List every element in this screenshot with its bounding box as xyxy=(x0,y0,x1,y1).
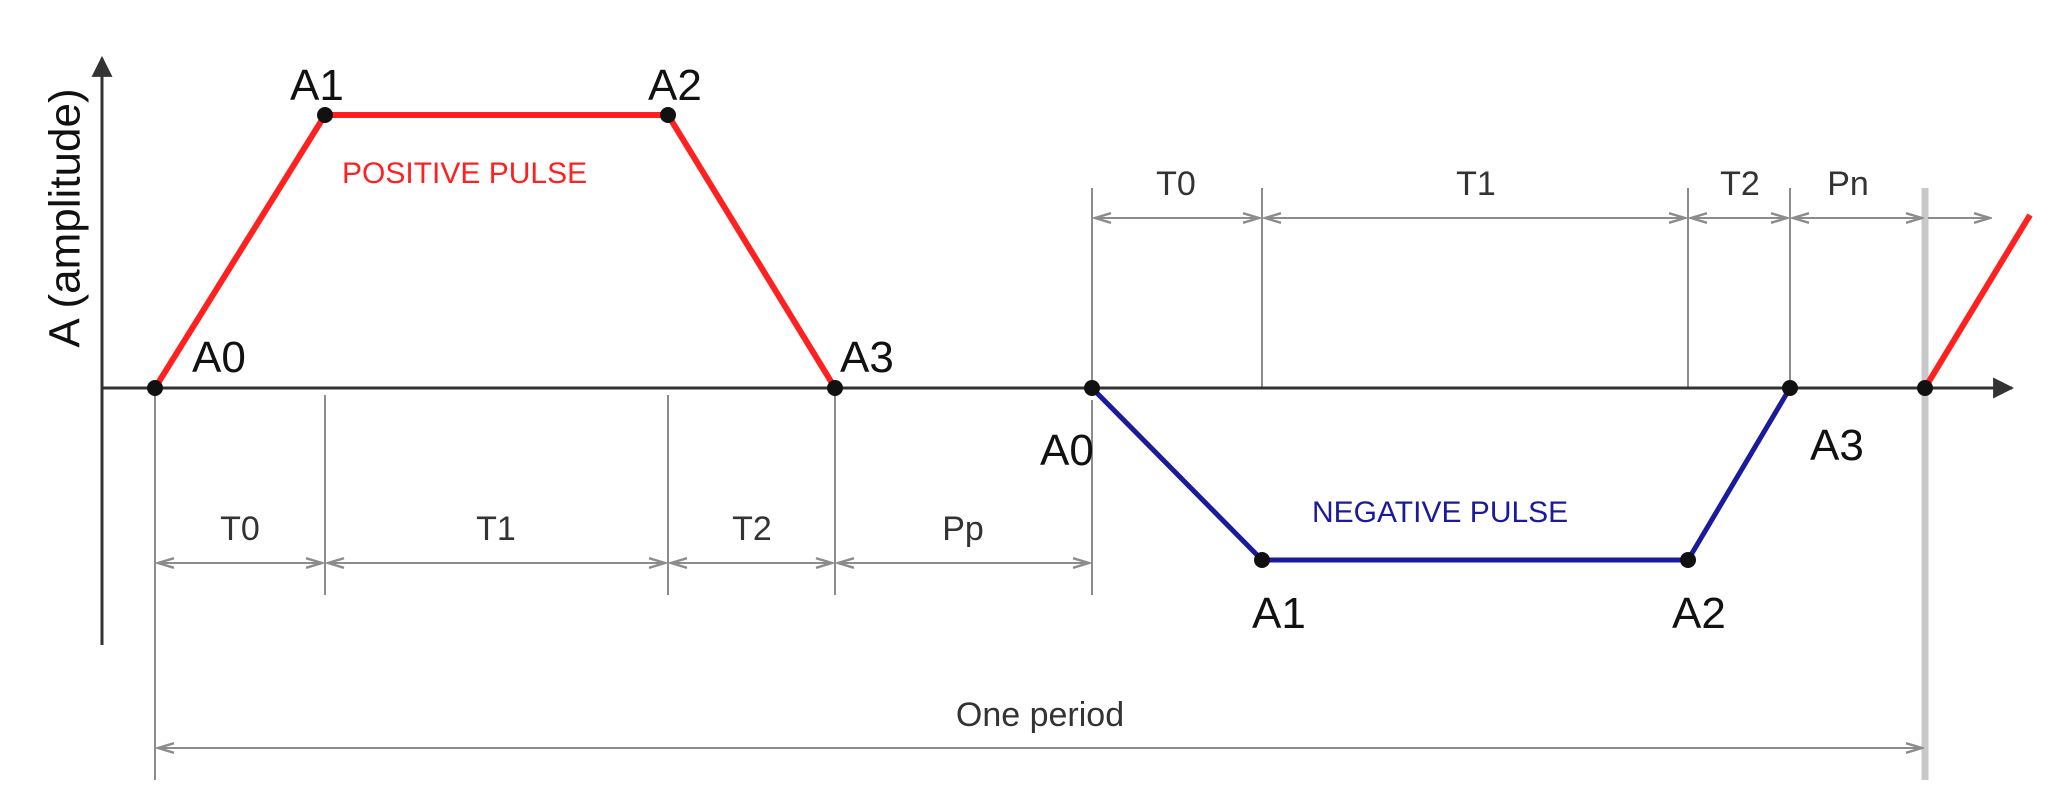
neg-label-a0: A0 xyxy=(1040,426,1094,475)
next-period-rise xyxy=(1922,213,2033,390)
positive-pulse-line xyxy=(152,112,838,390)
neg-point-a1 xyxy=(1254,552,1270,568)
neg-label-a1: A1 xyxy=(1252,589,1306,638)
neg-interval-pn: Pn xyxy=(1827,165,1869,203)
pos-point-a0 xyxy=(147,380,163,396)
neg-label-a2: A2 xyxy=(1672,589,1726,638)
pos-point-a2 xyxy=(660,107,676,123)
y-axis-label: A (amplitude) xyxy=(41,88,90,347)
neg-point-a0 xyxy=(1084,380,1100,396)
neg-point-a2 xyxy=(1680,552,1696,568)
negative-pulse-points xyxy=(1084,380,1798,568)
guide-lines xyxy=(154,188,1929,780)
pos-interval-t2: T2 xyxy=(732,510,772,548)
neg-interval-t2: T2 xyxy=(1720,165,1760,203)
negative-pulse-line xyxy=(1090,386,1793,563)
neg-interval-t1: T1 xyxy=(1456,165,1496,203)
pos-interval-t0: T0 xyxy=(220,510,260,548)
positive-pulse-label: POSITIVE PULSE xyxy=(342,157,587,190)
pos-label-a0: A0 xyxy=(192,333,246,382)
pos-interval-pp: Pp xyxy=(942,510,984,548)
pos-point-a1 xyxy=(317,107,333,123)
next-period-point xyxy=(1917,380,1933,396)
period-label: One period xyxy=(956,696,1124,734)
neg-point-a3 xyxy=(1782,380,1798,396)
pos-label-a3: A3 xyxy=(840,333,894,382)
negative-pulse-label: NEGATIVE PULSE xyxy=(1312,496,1568,529)
neg-label-a3: A3 xyxy=(1810,421,1864,470)
pos-label-a1: A1 xyxy=(290,61,344,110)
neg-interval-t0: T0 xyxy=(1156,165,1196,203)
pos-point-a3 xyxy=(827,380,843,396)
positive-pulse-points xyxy=(147,107,843,396)
pos-label-a2: A2 xyxy=(648,61,702,110)
pos-interval-t1: T1 xyxy=(476,510,516,548)
